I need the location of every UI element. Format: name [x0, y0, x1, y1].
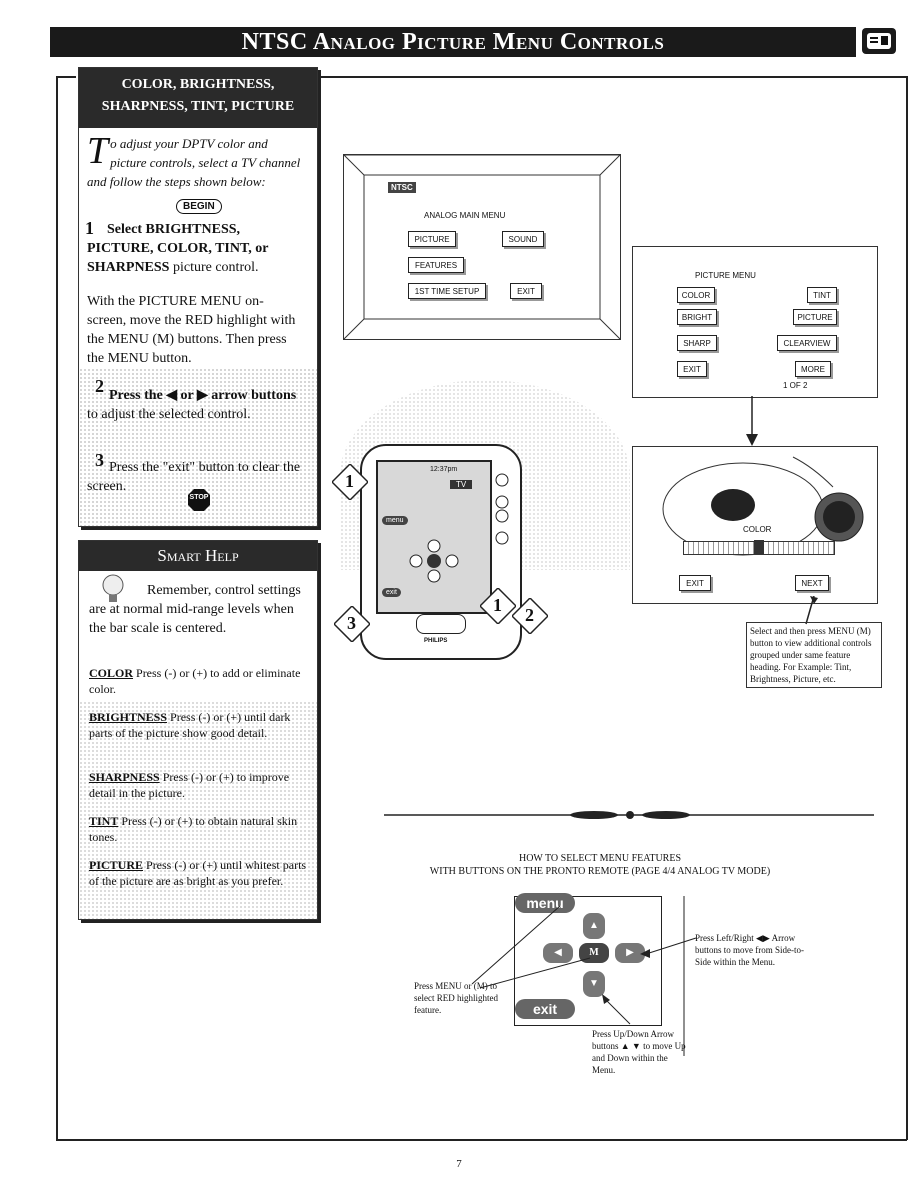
main-menu-title: ANALOG MAIN MENU [424, 211, 506, 220]
menu-first-time-setup-button[interactable]: 1ST TIME SETUP [408, 283, 486, 299]
smart-help-box: Smart Help Remember, control settings ar… [78, 540, 318, 920]
remote-exit-button[interactable]: exit [382, 588, 401, 597]
step-3-number: 3 [95, 450, 104, 470]
heading-line-2: SHARPNESS, TINT, PICTURE [101, 99, 295, 114]
remote-menu-button[interactable]: menu [382, 516, 408, 525]
page-title: NTSC Analog Picture Menu Controls [50, 27, 856, 57]
instruction-heading: COLOR, BRIGHTNESS, SHARPNESS, TINT, PICT… [79, 68, 317, 128]
step-2-rest: to adjust the selected control. [87, 407, 251, 422]
slider-label: COLOR [743, 525, 772, 534]
stop-label: STOP [189, 494, 209, 501]
smart-help-intro: Remember, control settings are at normal… [89, 583, 301, 636]
menu-features-button[interactable]: FEATURES [408, 257, 464, 273]
tv-remote-icon [862, 28, 896, 54]
frame-top [56, 76, 76, 78]
step-2-bold: Press the ◀ or ▶ arrow buttons [109, 388, 297, 403]
pronto-remote: 12:37pm TV menu exit PHILIPS [360, 444, 522, 660]
help-item-picture: PICTURE Press (-) or (+) until whitest p… [89, 858, 307, 888]
picture-tint-button[interactable]: TINT [807, 287, 837, 303]
section-divider [384, 807, 874, 819]
picture-bright-button[interactable]: BRIGHT [677, 309, 717, 325]
dropcap: T [87, 130, 109, 172]
help-item-brightness: BRIGHTNESS Press (-) or (+) until dark p… [89, 710, 291, 740]
step-1-bold: Select BRIGHTNESS, PICTURE, COLOR, TINT,… [87, 222, 269, 275]
picture-color-button[interactable]: COLOR [677, 287, 715, 303]
remote-tv-label: TV [450, 480, 473, 489]
step-1: Select BRIGHTNESS, PICTURE, COLOR, TINT,… [87, 220, 305, 277]
step-2-number: 2 [95, 376, 104, 396]
picture-menu-screen: PICTURE MENU COLOR TINT BRIGHT PICTURE S… [632, 246, 878, 398]
remote-callout-1b: 1 [478, 586, 518, 626]
picture-clearview-button[interactable]: CLEARVIEW [777, 335, 837, 351]
left-arrow-button[interactable]: ◀ [543, 943, 573, 963]
intro-text: o adjust your DPTV color and picture con… [87, 136, 301, 189]
begin-badge: BEGIN [176, 199, 222, 214]
menu-exit-button[interactable]: EXIT [510, 283, 542, 299]
frame-right [906, 76, 908, 1140]
frame-left [56, 76, 58, 1140]
remote-side-buttons[interactable] [494, 472, 510, 552]
picture-sharp-button[interactable]: SHARP [677, 335, 717, 351]
heading-line-1: COLOR, BRIGHTNESS, [121, 77, 275, 92]
bottom-button-panel: menu ▲ ◀ M ▶ ▼ exit [514, 893, 662, 1026]
analog-main-menu-screen: NTSC ANALOG MAIN MENU PICTURE SOUND FEAT… [343, 154, 621, 340]
remote-dpad[interactable] [404, 536, 464, 586]
slider-handle[interactable] [754, 540, 764, 554]
page-number: 7 [456, 1158, 462, 1170]
step-2: Press the ◀ or ▶ arrow buttons to adjust… [87, 386, 305, 424]
menu-sound-button[interactable]: SOUND [502, 231, 544, 247]
label-menu: Press MENU or (M) to select RED highligh… [414, 981, 498, 1015]
slider-exit-button[interactable]: EXIT [679, 575, 711, 591]
stop-icon: STOP [187, 488, 211, 512]
remote-time: 12:37pm [430, 466, 458, 473]
remote-bottom-buttons[interactable] [416, 614, 466, 634]
down-arrow-button[interactable]: ▼ [583, 971, 605, 997]
bottom-menu-button[interactable]: menu [515, 893, 575, 913]
step-3: Press the "exit" button to clear the scr… [87, 460, 301, 494]
ntsc-badge: NTSC [388, 182, 416, 193]
label-up-down: Press Up/Down Arrow buttons ▲ ▼ to move … [592, 1029, 686, 1075]
color-slider-screen: COLOR EXIT NEXT [632, 446, 878, 604]
step-1-number: 1 [85, 218, 94, 238]
color-slider[interactable] [683, 540, 835, 555]
frame-top-right [316, 76, 906, 78]
remote-callout-2: 2 [510, 596, 550, 636]
bottom-title: HOW TO SELECT MENU FEATURES WITH BUTTONS… [429, 853, 771, 877]
lightbulb-icon [101, 573, 125, 610]
remote-callout-3: 3 [332, 604, 372, 644]
picture-picture-button[interactable]: PICTURE [793, 309, 837, 325]
help-item-color: COLOR Press (-) or (+) to add or elimina… [89, 666, 301, 696]
down-arrow [746, 396, 758, 451]
remote-callout-1a: 1 [330, 462, 370, 502]
label-left-right: Press Left/Right ◀▶ Arrow buttons to mov… [695, 933, 804, 967]
picture-menu-page: 1 OF 2 [783, 381, 808, 390]
up-arrow-button[interactable]: ▲ [583, 913, 605, 939]
bottom-exit-button[interactable]: exit [515, 999, 575, 1019]
remote-brand: PHILIPS [424, 638, 448, 644]
smart-help-heading: Smart Help [79, 541, 317, 571]
step-1-rest: picture control. [169, 260, 259, 275]
picture-exit-button[interactable]: EXIT [677, 361, 707, 377]
help-item-sharpness: SHARPNESS Press (-) or (+) to improve de… [89, 770, 290, 800]
right-arrow-button[interactable]: ▶ [615, 943, 645, 963]
picture-more-button[interactable]: MORE [795, 361, 831, 377]
slider-next-button[interactable]: NEXT [795, 575, 829, 591]
smart-help-shade [79, 701, 317, 919]
next-callout: Select and then press MENU (M) button to… [746, 622, 882, 688]
picture-menu-title: PICTURE MENU [695, 271, 756, 280]
remote-screen: 12:37pm TV menu exit [376, 460, 492, 614]
frame-bottom [56, 1139, 907, 1141]
m-button[interactable]: M [579, 943, 609, 963]
bottom-callout-lines [470, 896, 710, 1056]
next-callout-arrow [800, 595, 820, 631]
menu-picture-button[interactable]: PICTURE [408, 231, 456, 247]
help-item-tint: TINT Press (-) or (+) to obtain natural … [89, 814, 298, 844]
step-1-paragraph: With the PICTURE MENU on-screen, move th… [87, 294, 296, 366]
instruction-box: COLOR, BRIGHTNESS, SHARPNESS, TINT, PICT… [78, 67, 318, 527]
